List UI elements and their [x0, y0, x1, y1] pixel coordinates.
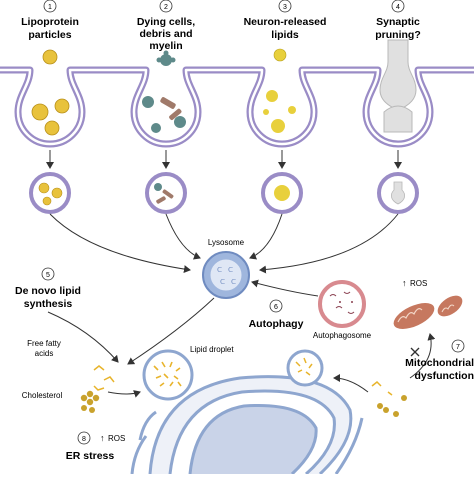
- arrow-to-droplet-right: [334, 378, 368, 392]
- step-3-title-line1: Neuron-released: [244, 16, 327, 28]
- step-5-number: 5: [46, 272, 50, 279]
- step-1-title-line2: particles: [28, 29, 71, 41]
- svg-text:ᑕ: ᑕ: [220, 279, 225, 286]
- lysosome: Lysosome ᑕ ᑕ ᑕ ᑕ: [203, 238, 249, 298]
- lysosome-label: Lysosome: [208, 238, 245, 247]
- step-3-number: 3: [283, 4, 287, 11]
- step-4-number: 4: [396, 4, 400, 11]
- neuron-lipid-outside: [274, 49, 286, 61]
- autophagosome-label: Autophagosome: [313, 331, 372, 340]
- step-1-title-line1: Lipoprotein: [21, 16, 79, 28]
- neuron-lipids-in-pit: [263, 90, 296, 133]
- step-7-label: 7 Mitochondrial dysfunction: [405, 340, 474, 382]
- ros-bottom-up-arrow: ↑: [100, 433, 105, 443]
- free-fa-label-line1: Free fatty: [27, 339, 61, 348]
- step-2-title-line3: myelin: [149, 40, 182, 52]
- lipoproteins-in-pit: [32, 99, 69, 135]
- arrow-synthesis-to-fa: [48, 312, 118, 362]
- step-3-label: 3 Neuron-released lipids: [244, 0, 327, 41]
- ros-top: ↑ ROS: [402, 278, 427, 288]
- cholesterol-label: Cholesterol: [22, 391, 63, 400]
- svg-text:ᑕ: ᑕ: [217, 267, 222, 274]
- step-7-title-line2: dysfunction: [415, 370, 474, 382]
- arrows-pit-to-vesicle: [50, 150, 398, 168]
- ros-top-up-arrow: ↑: [402, 278, 407, 288]
- cholesterol-glyphs: [81, 391, 99, 413]
- lipid-droplet-label: Lipid droplet: [190, 345, 234, 354]
- arrow-lipids-to-er: [108, 392, 140, 394]
- step-5-label: 5 De novo lipid synthesis: [15, 268, 81, 310]
- vesicle-lipoprotein: [31, 174, 69, 212]
- step-2-title-line2: debris and: [139, 28, 192, 40]
- lipid-droplet-right: [288, 351, 322, 385]
- vesicle-neuron-lipids: [263, 174, 301, 212]
- step-2-title-line1: Dying cells,: [137, 16, 195, 28]
- step-6-number: 6: [274, 304, 278, 311]
- step-7-title-line1: Mitochondrial: [405, 357, 474, 369]
- step-4-label: 4 Synaptic pruning?: [375, 0, 421, 41]
- step-3-title-line2: lipids: [271, 29, 299, 41]
- step-5-title-line1: De novo lipid: [15, 285, 81, 297]
- svg-text:ᑕ: ᑕ: [228, 267, 233, 274]
- step-4-title-line1: Synaptic: [376, 16, 420, 28]
- step-8-number: 8: [82, 436, 86, 443]
- arrow-autophagosome-to-lysosome: [252, 282, 318, 296]
- ros-top-label: ROS: [410, 279, 427, 288]
- step-8-label: 8 ↑ ROS ER stress: [66, 432, 126, 462]
- lipids-near-mito: [372, 382, 407, 417]
- step-2-number: 2: [164, 4, 168, 11]
- step-6-label: 6 Autophagy: [249, 300, 304, 330]
- vesicle-synapse: [379, 174, 417, 212]
- ros-bottom-label: ROS: [108, 434, 125, 443]
- step-5-title-line2: synthesis: [24, 298, 73, 310]
- autophagosome: Autophagosome: [313, 282, 372, 340]
- lipoprotein-particle-outside: [43, 50, 57, 64]
- step-1-label: 1 Lipoprotein particles: [21, 0, 79, 41]
- cholesterol: Cholesterol: [22, 391, 99, 413]
- free-fatty-acids: Free fatty acids: [27, 339, 114, 390]
- step-1-number: 1: [48, 4, 52, 11]
- fatty-acid-glyphs: [94, 366, 114, 390]
- step-8-title: ER stress: [66, 450, 115, 462]
- debris-in-pit: [142, 96, 186, 133]
- svg-text:ᑕ: ᑕ: [231, 279, 236, 286]
- debris-particle-outside: [157, 51, 176, 67]
- mitochondria: [390, 291, 466, 334]
- step-2-label: 2 Dying cells, debris and myelin: [137, 0, 195, 52]
- step-7-number: 7: [456, 344, 460, 351]
- free-fa-label-line2: acids: [35, 349, 54, 358]
- blocked-mark: [411, 348, 419, 356]
- synapse-shape: [380, 40, 416, 132]
- step-4-title-line2: pruning?: [375, 29, 421, 41]
- step-6-title: Autophagy: [249, 318, 304, 330]
- vesicle-debris: [147, 174, 185, 212]
